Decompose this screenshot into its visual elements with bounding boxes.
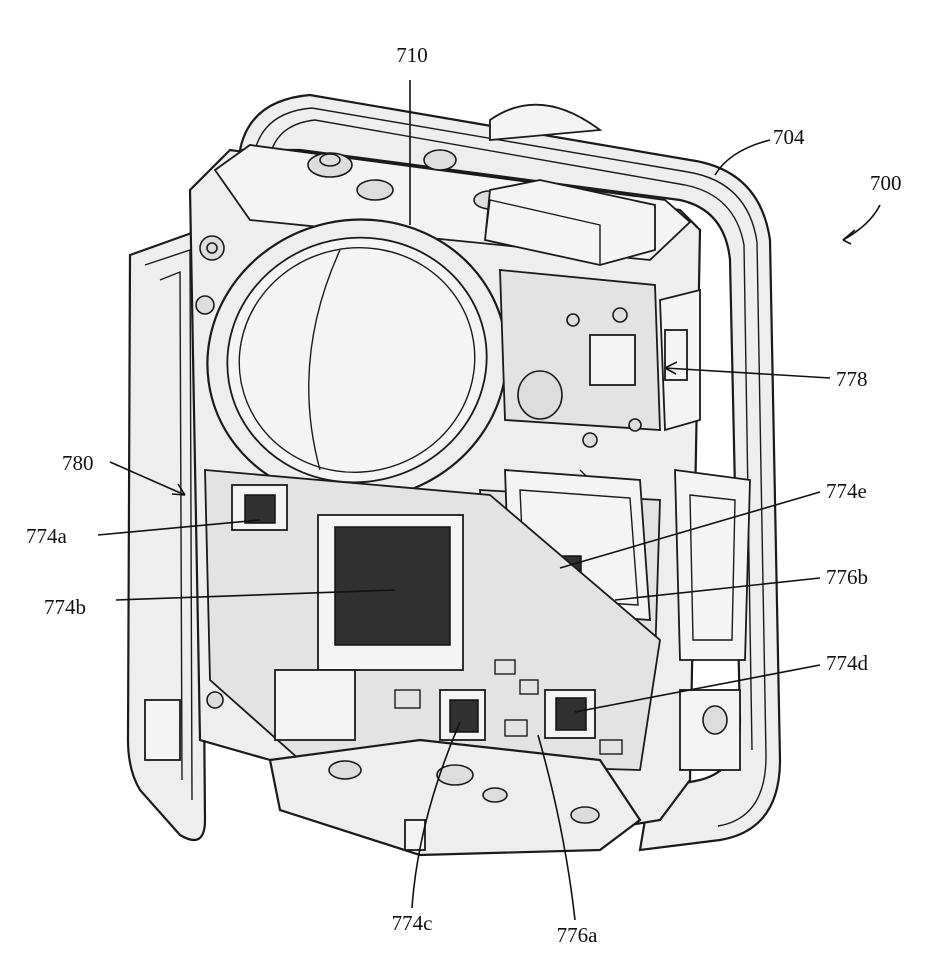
label-776a: 776a xyxy=(557,923,599,947)
label-774e: 774e xyxy=(826,479,867,503)
label-778: 778 xyxy=(836,367,868,391)
label-774d: 774d xyxy=(826,651,869,675)
label-710: 710 xyxy=(396,43,428,67)
label-700: 700 xyxy=(870,171,902,195)
label-780: 780 xyxy=(62,451,94,475)
chip-774d xyxy=(556,698,586,730)
chip-774c xyxy=(450,700,478,732)
label-774c: 774c xyxy=(392,911,433,935)
label-774a: 774a xyxy=(26,524,68,548)
label-774b: 774b xyxy=(44,595,86,619)
bottom-flange xyxy=(270,740,640,855)
label-704: 704 xyxy=(773,125,805,149)
label-776b: 776b xyxy=(826,565,868,589)
chip-774b xyxy=(335,527,450,645)
chip-774a xyxy=(245,495,275,523)
